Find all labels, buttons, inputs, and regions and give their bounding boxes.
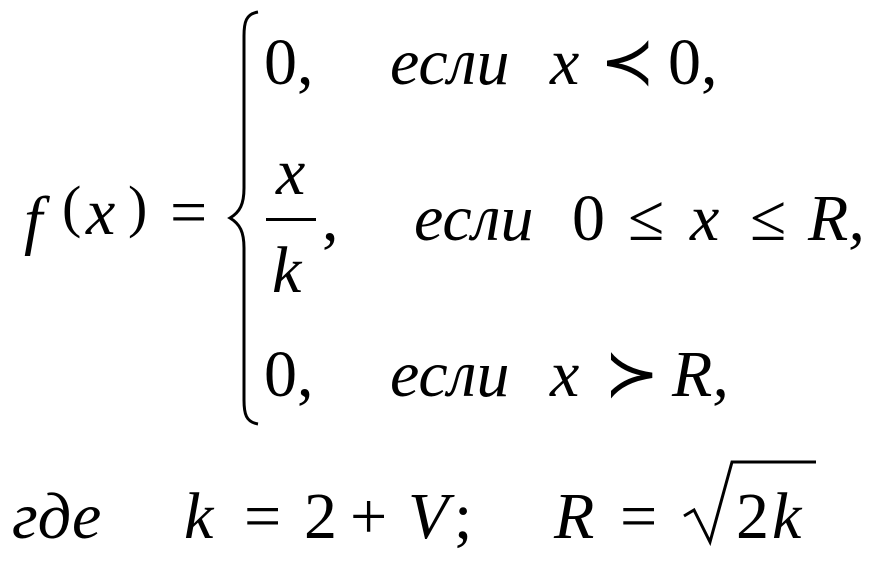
lhs-var-x: x: [86, 176, 116, 249]
case2-leq-2: ≤: [750, 182, 787, 255]
where-two: 2: [304, 480, 337, 553]
case2-denominator-k: k: [272, 234, 302, 307]
where-plus: +: [350, 480, 388, 553]
where-R: R: [554, 480, 595, 553]
fraction-bar: [266, 218, 316, 221]
sqrt-two: 2: [736, 480, 769, 553]
case2-numerator-x: x: [276, 136, 306, 209]
sqrt-sign: [683, 460, 816, 547]
sqrt-k: k: [772, 480, 802, 553]
lhs-equals: =: [170, 176, 208, 249]
where-k: k: [184, 480, 214, 553]
case3-value: 0,: [264, 338, 314, 411]
case3-succ: ≻: [604, 338, 660, 411]
close-paren: ): [128, 174, 148, 239]
open-paren: (: [62, 174, 82, 239]
left-brace: [227, 10, 259, 426]
case2-var-x: x: [690, 182, 720, 255]
func-f: f: [24, 184, 43, 257]
case1-prec: ≺: [600, 26, 656, 99]
where-word: где: [12, 480, 102, 553]
case2-if-word: если: [414, 182, 534, 255]
case3-if-word: если: [390, 338, 510, 411]
case3-R: R,: [672, 338, 729, 411]
case2-leq-1: ≤: [628, 182, 665, 255]
case1-if-word: если: [390, 26, 510, 99]
case1-zero: 0,: [668, 26, 718, 99]
where-V: V: [408, 480, 449, 553]
case2-comma: ,: [322, 182, 339, 255]
case1-var-x: x: [550, 26, 580, 99]
case2-R: R,: [808, 182, 865, 255]
case1-value: 0,: [264, 26, 314, 99]
where-semicolon: ;: [454, 480, 473, 553]
where-equals-1: =: [244, 480, 282, 553]
case2-zero: 0: [572, 182, 605, 255]
where-equals-2: =: [620, 480, 658, 553]
case3-var-x: x: [550, 338, 580, 411]
